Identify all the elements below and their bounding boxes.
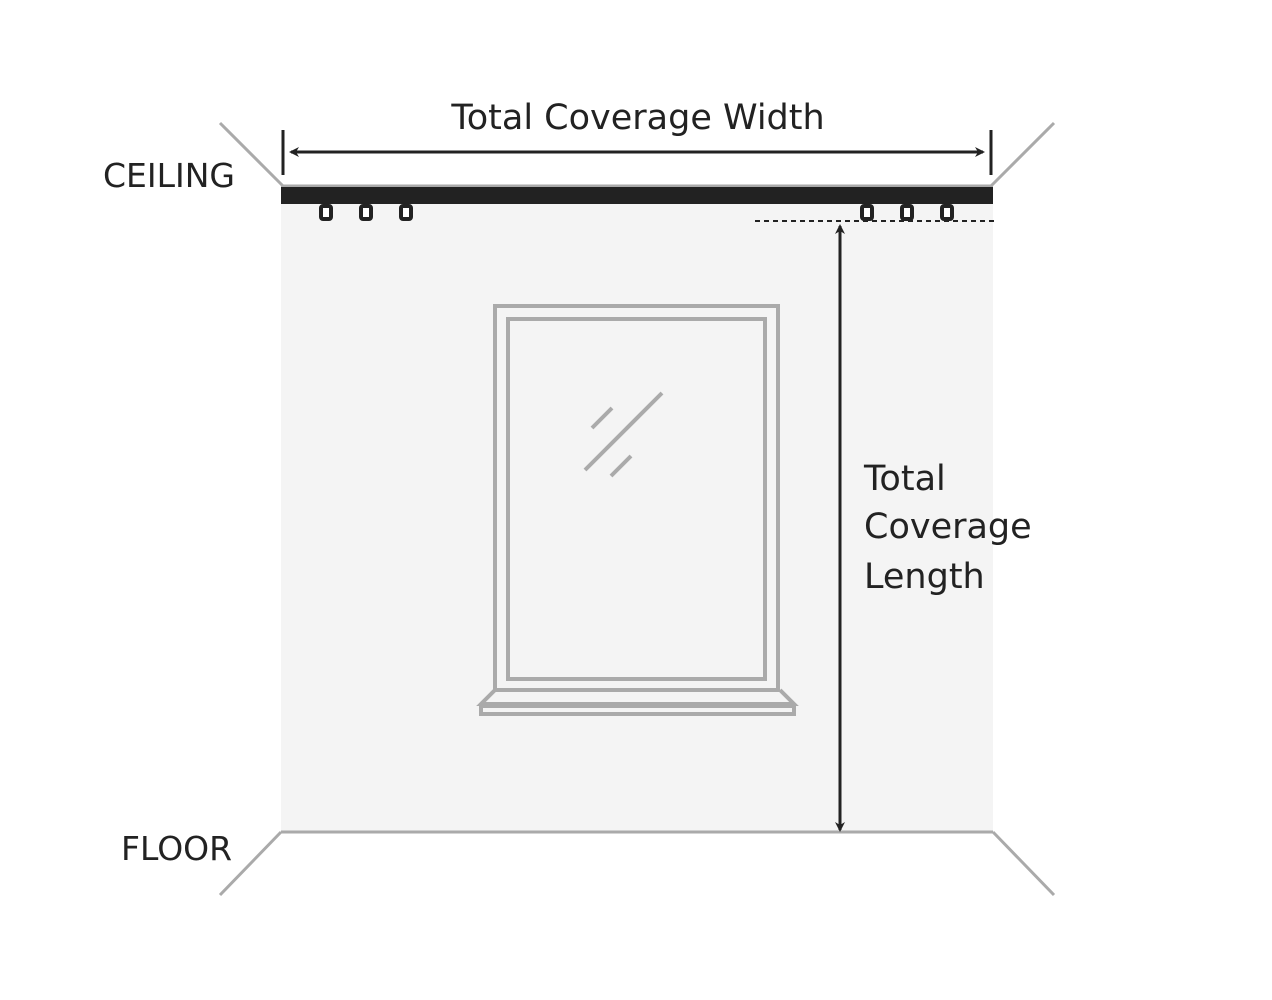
length-label-line: Total	[863, 459, 946, 499]
length-label-line: Coverage	[864, 507, 1032, 547]
floor-label: FLOOR	[121, 829, 232, 868]
ceiling-label: CEILING	[103, 156, 235, 195]
width-dimension	[281, 130, 993, 175]
glass-reflection	[609, 454, 633, 478]
rail-hooks	[319, 204, 954, 221]
hook	[900, 204, 914, 221]
window	[476, 304, 799, 716]
curtain-rail	[281, 187, 993, 204]
hook	[359, 204, 373, 221]
glass-reflection	[583, 391, 664, 472]
hook	[860, 204, 874, 221]
hook	[319, 204, 333, 221]
length-label-line: Length	[864, 557, 985, 597]
glass-reflection	[590, 406, 614, 430]
room-outline	[218, 121, 1056, 897]
width-label: Total Coverage Width	[450, 98, 824, 138]
hook	[399, 204, 413, 221]
wall	[281, 186, 993, 832]
hook	[940, 204, 954, 221]
